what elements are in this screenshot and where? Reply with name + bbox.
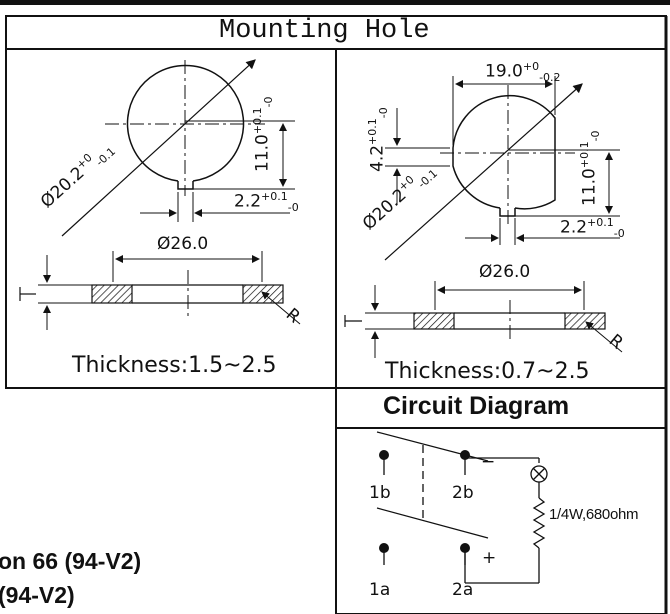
left-height-label: 11.0+0.1-0 — [251, 96, 275, 172]
right-hole-drawing — [344, 76, 623, 358]
right-height-label: 11.0+0.1-0 — [578, 130, 602, 206]
left-key-tol-upper: +0.1 — [261, 190, 288, 203]
right-key-label: 2.2+0.1-0 — [560, 216, 625, 240]
left-key-value: 2.2 — [234, 191, 262, 212]
circuit-frame — [335, 387, 667, 614]
left-flange-label: Ø26.0 — [157, 234, 209, 254]
top-border — [0, 0, 670, 5]
left-height-value: 11.0 — [252, 134, 273, 172]
material-line-1: on 66 (94-V2) — [0, 548, 142, 574]
right-key-tol-lower: -0 — [613, 227, 625, 241]
right-width-label: 19.0+0-0.2 — [485, 60, 561, 84]
pin-1a-label: 1a — [369, 580, 391, 600]
circuit-dots — [379, 450, 470, 553]
pin-1b-label: 1b — [369, 483, 391, 503]
right-thickness-label: Thickness:0.7~2.5 — [385, 359, 590, 384]
left-hole-drawing — [19, 59, 301, 330]
resistor-label: 1/4W,680ohm — [549, 506, 639, 523]
right-top-tol-upper: +0.1 — [366, 118, 379, 145]
right-top-value: 4.2 — [367, 144, 388, 172]
left-height-tol-lower: -0 — [262, 96, 276, 108]
material-line-2: (94-V2) — [0, 582, 75, 608]
minus-sign: − — [481, 452, 496, 472]
right-key-tol-upper: +0.1 — [587, 216, 614, 229]
left-key-label: 2.2+0.1-0 — [234, 190, 299, 214]
right-top-label: 4.2+0.1-0 — [366, 107, 390, 172]
circuit-schematic — [376, 431, 548, 584]
right-key-value: 2.2 — [560, 217, 588, 238]
left-key-tol-lower: -0 — [287, 201, 299, 215]
right-height-value: 11.0 — [579, 168, 600, 206]
right-width-tol-lower: -0.2 — [539, 71, 561, 85]
left-height-tol-upper: +0.1 — [251, 107, 264, 135]
right-top-tol-lower: -0 — [377, 107, 391, 119]
pin-2b-label: 2b — [452, 483, 474, 503]
pin-2a-label: 2a — [452, 580, 474, 600]
right-height-tol-upper: +0.1 — [578, 141, 591, 169]
right-width-value: 19.0 — [485, 61, 523, 82]
right-height-tol-lower: -0 — [589, 130, 603, 142]
mounting-hole-title: Mounting Hole — [219, 16, 430, 46]
right-flange-label: Ø26.0 — [479, 262, 531, 282]
plus-sign: + — [482, 548, 497, 568]
circuit-diagram-title: Circuit Diagram — [383, 392, 570, 420]
left-thickness-label: Thickness:1.5~2.5 — [72, 353, 277, 378]
right-width-tol-upper: +0 — [522, 60, 540, 73]
